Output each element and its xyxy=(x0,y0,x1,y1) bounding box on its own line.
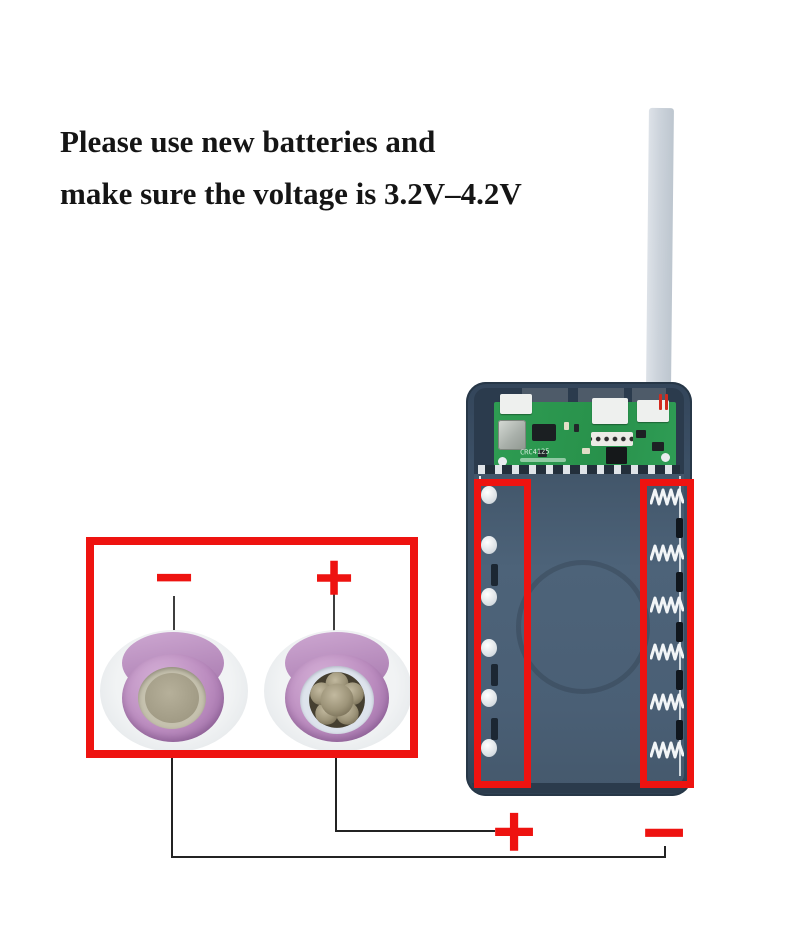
heading-line-2: make sure the voltage is 3.2V–4.2V xyxy=(60,176,522,211)
negative-lead-line-vertical xyxy=(171,733,173,858)
negative-terminal-face xyxy=(145,673,199,723)
negative-column-highlight-box xyxy=(640,479,694,788)
positive-terminal-label: + xyxy=(489,795,539,865)
red-wire xyxy=(665,394,668,410)
red-wire xyxy=(659,394,662,410)
contact-slot xyxy=(676,720,683,740)
ic-chip xyxy=(606,447,627,464)
terminal-block xyxy=(591,432,633,446)
flat-contact xyxy=(481,739,497,757)
spring-contact xyxy=(650,488,684,506)
shield-can xyxy=(498,420,526,450)
connector-shroud xyxy=(522,388,568,406)
contact-slot xyxy=(676,670,683,690)
smd-component xyxy=(636,430,646,438)
pcb-mount-hole xyxy=(661,453,670,462)
power-bank-case: CRC4125 xyxy=(466,382,692,796)
wireless-coil-outline xyxy=(516,560,650,694)
spring-contact xyxy=(650,643,684,661)
contact-slot xyxy=(491,564,498,586)
negative-battery-photo xyxy=(100,628,248,752)
negative-terminal-label: − xyxy=(639,796,689,866)
positive-symbol: + xyxy=(311,546,356,608)
contact-slot xyxy=(491,664,498,686)
battery-closeup-box xyxy=(86,537,418,758)
heading-line-1: Please use new batteries and xyxy=(60,124,436,159)
pcb-mount-hole xyxy=(498,457,507,466)
leader-line xyxy=(173,596,175,633)
battery-end-face xyxy=(122,654,224,742)
circuit-board: CRC4125 xyxy=(494,394,676,472)
flat-contact xyxy=(481,689,497,707)
pcb-silkscreen-smallprint xyxy=(520,458,566,462)
contact-slot xyxy=(491,718,498,740)
flat-contact xyxy=(481,639,497,657)
smd-component xyxy=(574,424,579,432)
positive-column-highlight-box xyxy=(474,479,531,788)
pcb-silkscreen-text: CRC4125 xyxy=(519,447,550,457)
positive-battery-photo xyxy=(264,628,412,752)
flat-contact xyxy=(481,486,497,504)
smd-component xyxy=(582,448,590,454)
pcb-connector xyxy=(592,398,628,424)
contact-slot xyxy=(676,622,683,642)
voltage-warning-text: Please use new batteries and make sure t… xyxy=(60,116,522,220)
spring-contact xyxy=(650,741,684,759)
smd-component xyxy=(538,450,547,457)
negative-lead-line-horizontal xyxy=(171,856,666,858)
contact-slot xyxy=(676,518,683,538)
flat-contact xyxy=(481,536,497,554)
negative-lead-line-riser xyxy=(664,846,666,858)
battery-end-face xyxy=(285,654,389,742)
spring-contact xyxy=(650,693,684,711)
battery-compartment xyxy=(474,474,684,786)
negative-symbol: − xyxy=(151,546,196,608)
hanging-strap xyxy=(646,107,674,391)
positive-lead-line-horizontal xyxy=(335,830,495,832)
negative-terminal-ring xyxy=(138,667,206,729)
smd-component xyxy=(652,442,664,451)
pcb-zone: CRC4125 xyxy=(474,388,684,474)
contact-slot xyxy=(676,572,683,592)
solder-pad-row xyxy=(478,465,680,474)
flat-contact xyxy=(481,588,497,606)
positive-lead-line-vertical xyxy=(335,737,337,831)
ic-chip xyxy=(532,424,556,441)
spring-contact xyxy=(650,544,684,562)
positive-terminal-cap xyxy=(309,672,365,728)
case-bottom-edge xyxy=(472,783,686,793)
smd-component xyxy=(564,422,569,430)
pcb-connector xyxy=(500,394,532,414)
gasket-ring xyxy=(300,666,374,734)
spring-contact xyxy=(650,596,684,614)
leader-line xyxy=(333,594,335,633)
